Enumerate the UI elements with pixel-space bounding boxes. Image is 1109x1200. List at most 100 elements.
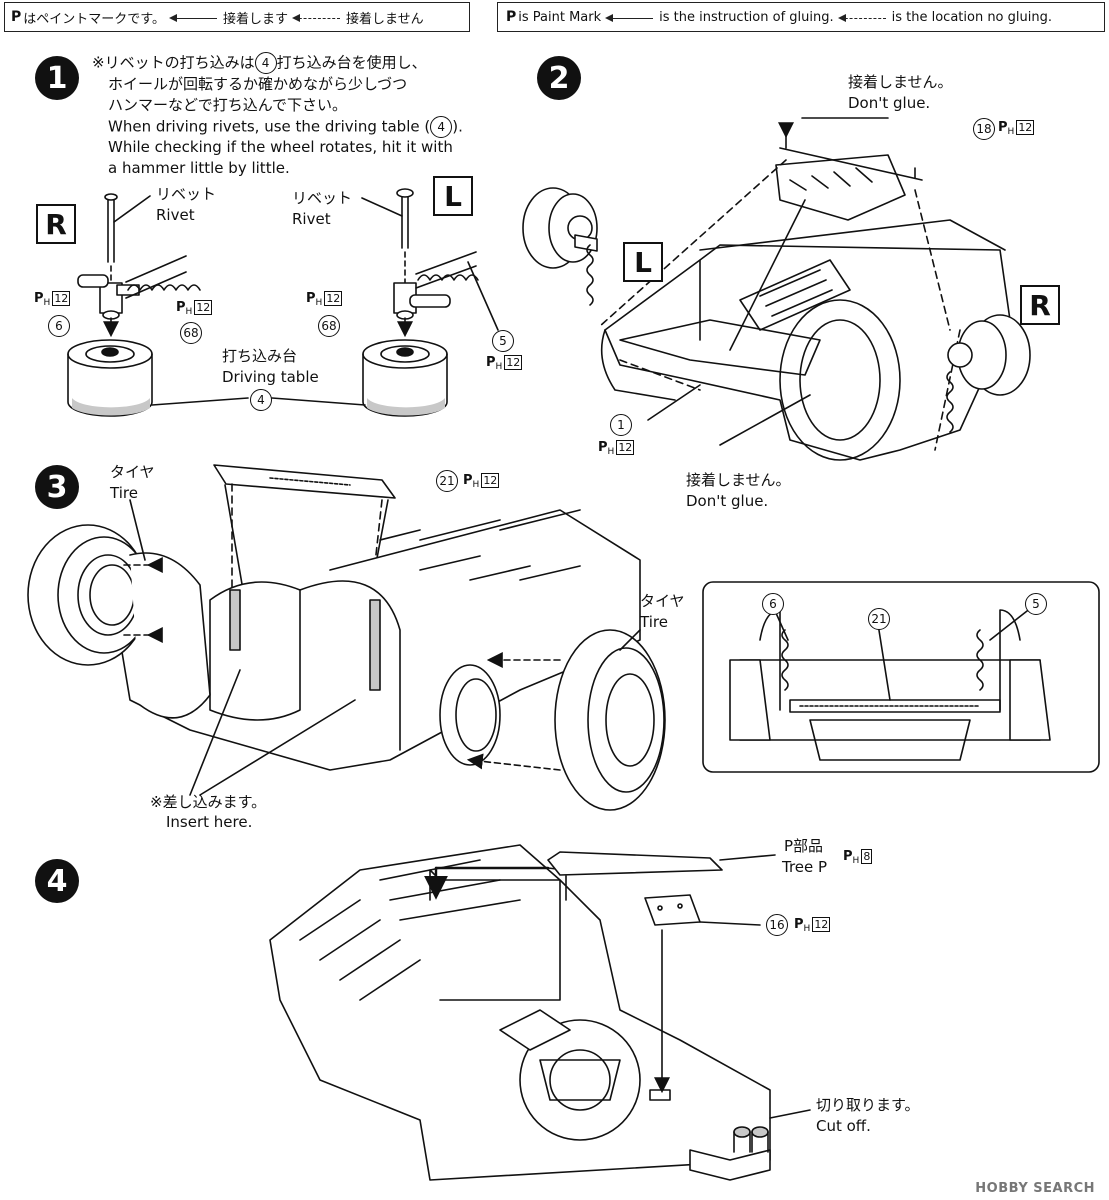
step1-note-jp-line1-a: ※リベットの打ち込みは bbox=[92, 53, 255, 72]
watermark: HOBBY SEARCH bbox=[975, 1181, 1095, 1196]
side-marker-r: R bbox=[36, 204, 76, 244]
step-1-number: 1 bbox=[35, 56, 79, 100]
paint-symbol: P bbox=[843, 849, 853, 864]
legend-noglue-jp: 接着しません bbox=[345, 11, 424, 27]
rivet-label-en: Rivet bbox=[156, 206, 195, 224]
paint-color-number: 12 bbox=[616, 440, 635, 455]
part-number-21: 21 bbox=[436, 470, 458, 492]
insert-label-jp: ※差し込みます。 bbox=[150, 793, 267, 811]
tire-label-en: Tire bbox=[640, 613, 668, 631]
step4-rear-assembly bbox=[269, 844, 811, 1181]
paint-symbol: P bbox=[794, 917, 804, 932]
paint-sub: H bbox=[852, 855, 860, 866]
part-number-4: 4 bbox=[254, 52, 277, 74]
driving-table-label-en: Driving table bbox=[222, 368, 319, 386]
step3-rear-assembly bbox=[27, 464, 666, 811]
tree-p-label-jp: P部品 bbox=[784, 837, 824, 855]
paint-symbol: P bbox=[998, 120, 1008, 135]
side-marker-l: L bbox=[623, 242, 663, 282]
solid-arrow-icon bbox=[605, 13, 654, 22]
paint-symbol: P bbox=[306, 291, 316, 306]
part-number-4: 4 bbox=[250, 389, 272, 411]
cut-off-label-jp: 切り取ります。 bbox=[816, 1096, 920, 1114]
paint-color-number: 12 bbox=[1016, 120, 1035, 135]
insert-label-en: Insert here. bbox=[166, 813, 253, 831]
part-number-68: 68 bbox=[318, 315, 340, 337]
dashed-arrow-icon bbox=[291, 13, 340, 22]
step2-front-assembly bbox=[522, 117, 1031, 461]
step1-right-assembly bbox=[67, 193, 201, 417]
legend-paint-jp: はペイントマークです。 bbox=[23, 11, 165, 27]
cut-off-label-en: Cut off. bbox=[816, 1117, 871, 1135]
paint-color-number: 8 bbox=[861, 849, 873, 864]
paint-symbol: P bbox=[598, 440, 608, 455]
part-number-68: 68 bbox=[180, 322, 202, 344]
paint-symbol: P bbox=[176, 300, 186, 315]
step1-note-en-line3: a hammer little by little. bbox=[108, 159, 290, 177]
step1-note-en-line1: When driving rivets, use the driving tab… bbox=[108, 116, 463, 138]
paint-color-number: 12 bbox=[324, 291, 343, 306]
legend-noglue-en: is the location no gluing. bbox=[891, 9, 1052, 25]
legend-paint-en: is Paint Mark bbox=[518, 9, 602, 25]
detail-part-number-5: 5 bbox=[1025, 593, 1047, 615]
side-marker-r: R bbox=[1020, 285, 1060, 325]
paint-color-number: 12 bbox=[52, 291, 71, 306]
driving-table-label-jp: 打ち込み台 bbox=[222, 347, 298, 365]
tire-label-jp: タイヤ bbox=[110, 463, 155, 481]
paint-color-number: 12 bbox=[812, 917, 831, 932]
step1-note-jp-line2: ホイールが回転するか確かめながら少しづつ bbox=[108, 75, 408, 93]
step-3-number: 3 bbox=[35, 465, 79, 509]
paint-color-number: 12 bbox=[504, 355, 523, 370]
step2-noglue-bottom-en: Don't glue. bbox=[686, 492, 769, 510]
paint-symbol: P bbox=[34, 291, 44, 306]
legend-english: P is Paint Mark is the instruction of gl… bbox=[497, 2, 1105, 32]
paint-sub: H bbox=[1007, 126, 1015, 137]
paint-symbol: P bbox=[486, 355, 496, 370]
detail-part-number-6: 6 bbox=[762, 593, 784, 615]
step-4-number: 4 bbox=[35, 859, 79, 903]
paint-sub: H bbox=[315, 297, 323, 308]
paint-sub: H bbox=[185, 306, 193, 317]
paint-sub: H bbox=[472, 479, 480, 490]
step2-noglue-top-en: Don't glue. bbox=[848, 94, 931, 112]
paint-color-number: 12 bbox=[481, 473, 500, 488]
paint-sub: H bbox=[43, 297, 51, 308]
rivet-label-jp: リベット bbox=[156, 185, 217, 203]
step1-note-en-line1-b: ). bbox=[452, 117, 463, 136]
part-number-4: 4 bbox=[430, 116, 453, 138]
step1-left-assembly bbox=[151, 188, 499, 417]
paint-symbol: P bbox=[463, 473, 473, 488]
legend-japanese: P はペイントマークです。 接着します 接着しません bbox=[4, 2, 470, 32]
part-number-16: 16 bbox=[766, 914, 788, 936]
step1-note-en-line1-a: When driving rivets, use the driving tab… bbox=[108, 117, 431, 136]
legend-glue-jp: 接着します bbox=[222, 11, 288, 27]
step2-noglue-bottom-jp: 接着しません。 bbox=[686, 471, 791, 489]
detail-part-number-21: 21 bbox=[868, 608, 890, 630]
paint-color-number: 12 bbox=[194, 300, 213, 315]
side-marker-l: L bbox=[433, 176, 473, 216]
tree-p-label-en: Tree P bbox=[782, 858, 828, 876]
step1-note-jp-line3: ハンマーなどで打ち込んで下さい。 bbox=[108, 96, 347, 114]
step1-note-jp-line1-b: 打ち込み台を使用し、 bbox=[276, 53, 427, 72]
step2-noglue-top-jp: 接着しません。 bbox=[848, 73, 953, 91]
part-number-5: 5 bbox=[492, 330, 514, 352]
dashed-arrow-icon bbox=[837, 13, 886, 22]
solid-arrow-icon bbox=[168, 13, 217, 22]
tire-label-jp: タイヤ bbox=[640, 592, 685, 610]
step3-detail-panel bbox=[702, 581, 1100, 773]
paint-mark-symbol: P bbox=[506, 9, 517, 25]
rivet-label-jp: リベット bbox=[292, 189, 353, 207]
paint-sub: H bbox=[803, 923, 811, 934]
paint-sub: H bbox=[495, 361, 503, 372]
